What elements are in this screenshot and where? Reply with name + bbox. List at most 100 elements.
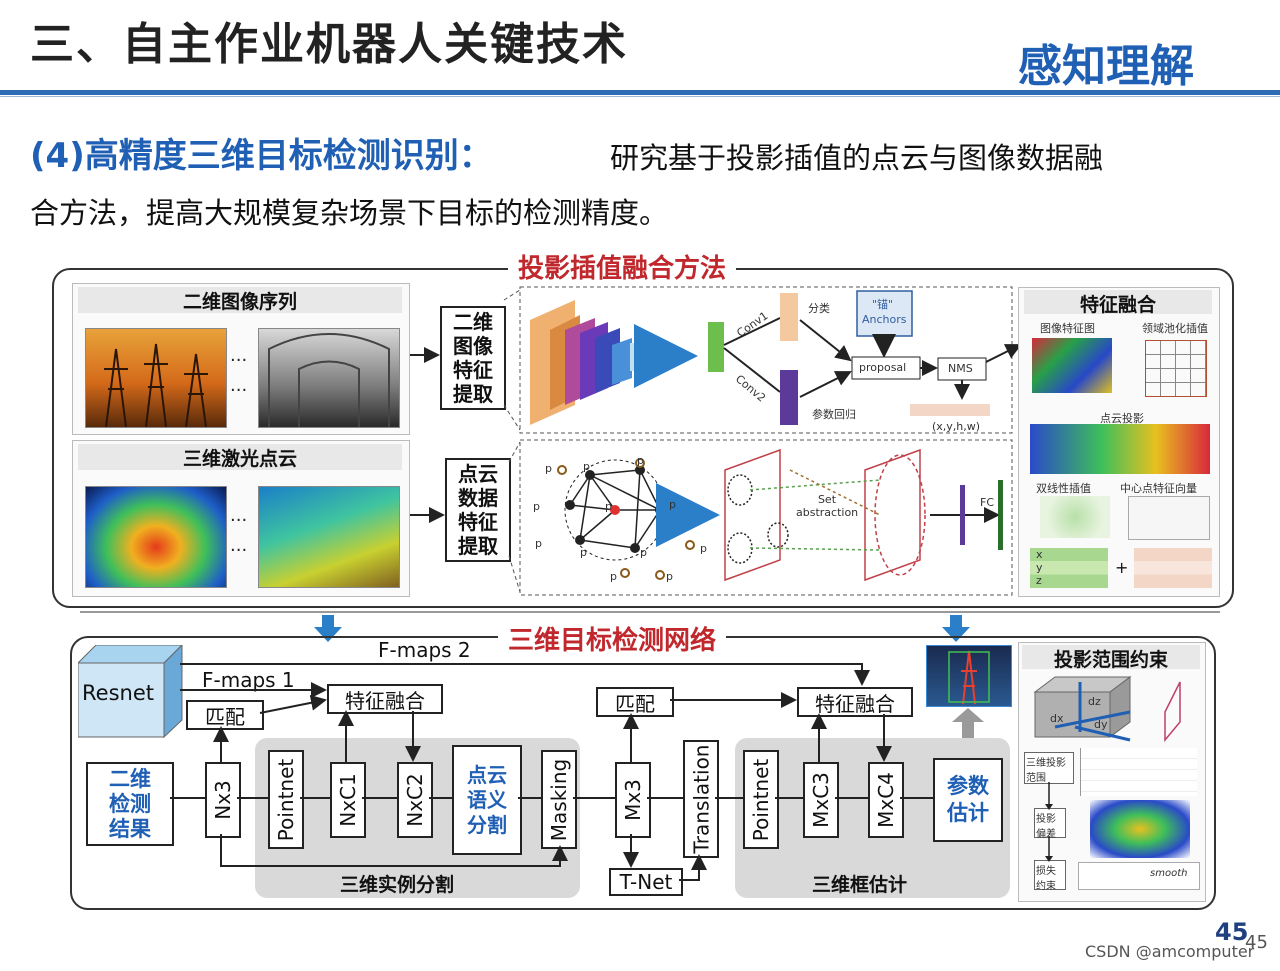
point-label-3: p xyxy=(637,454,644,467)
proj-bias-graphic xyxy=(1090,800,1190,858)
tnet-box: T-Net xyxy=(609,868,683,896)
feature-vector xyxy=(1134,548,1212,588)
fusion-box-2: 特征融合 xyxy=(797,687,913,717)
constraint-flow-arrows xyxy=(1045,782,1053,862)
ellipsis-3d-top: ... xyxy=(230,505,248,526)
bilinear-graphic xyxy=(1040,496,1110,538)
img-feature-map-label: 图像特征图 xyxy=(1040,322,1095,335)
tunnel-photo xyxy=(258,328,400,428)
point-label-7: p xyxy=(580,546,587,559)
tower-3d-box-render xyxy=(926,645,1012,707)
gray-up-arrow xyxy=(952,708,984,738)
intro-desc-line2: 合方法，提高大规模复杂场景下目标的检测精度。 xyxy=(30,196,669,230)
blue-down-arrow-left xyxy=(314,615,342,642)
pooling-grid xyxy=(1145,340,1207,397)
box-est-label: 三维框估计 xyxy=(812,874,908,896)
dz-label: dz xyxy=(1088,695,1101,708)
mxc4-box: MxC4 xyxy=(868,762,904,838)
regress-block xyxy=(780,370,798,425)
match-box-1: 匹配 xyxy=(186,700,264,730)
result-2d-box: 二维检测结果 xyxy=(86,762,174,846)
pane-pointnet xyxy=(519,439,1013,596)
point-label-9: p xyxy=(700,542,707,555)
fc-label: FC xyxy=(980,496,995,509)
tunnel-graphic xyxy=(268,333,390,427)
nms-label: NMS xyxy=(948,362,973,375)
resnet-cube xyxy=(78,645,183,739)
center-vec-matrix xyxy=(1128,496,1210,540)
tower-3d-graphic xyxy=(948,650,990,705)
box-2d-feature-extraction: 二维图像特征提取 xyxy=(440,306,506,410)
ellipsis-2d-bottom: ... xyxy=(230,375,248,396)
classify-block xyxy=(780,293,798,341)
panel-2d-images-title: 二维图像序列 xyxy=(78,287,402,313)
plus-label: + xyxy=(1115,558,1129,577)
tower-silhouette-graphic xyxy=(104,343,208,428)
param-est-label: 参数估计 xyxy=(947,774,989,825)
intro-heading: (4)高精度三维目标检测识别： xyxy=(30,136,493,176)
loss-constraint-label: 损失约束 xyxy=(1036,866,1056,892)
center-vec-label: 中心点特征向量 xyxy=(1120,482,1197,495)
loss-formula-box xyxy=(1078,862,1200,890)
set-abstraction-stack xyxy=(724,448,926,582)
panel-projection-constraint-title: 投影范围约束 xyxy=(1022,645,1200,671)
param-est-box: 参数估计 xyxy=(933,758,1003,842)
top-section-title: 投影插值融合方法 xyxy=(508,248,737,285)
point-label-5: p xyxy=(669,498,676,511)
pointcloud-city-render xyxy=(85,486,227,588)
slide-title: 三、自主作业机器人关键技术 xyxy=(30,19,628,70)
ellipsis-2d-top: ... xyxy=(230,345,248,366)
intro-desc-line1: 研究基于投影插值的点云与图像数据融 xyxy=(610,141,1104,175)
anchor-quote-label: "锚" xyxy=(872,298,894,311)
xyz-vector xyxy=(1030,548,1108,588)
fmaps1-label: F-maps 1 xyxy=(202,668,295,692)
fusion-box-1: 特征融合 xyxy=(327,684,443,714)
point-label-10: p xyxy=(610,570,617,583)
box-pointcloud-feature-extraction: 点云数据特征提取 xyxy=(445,458,511,562)
box-2d-feature-extraction-label: 二维图像特征提取 xyxy=(453,310,493,406)
feature-map-stack xyxy=(1032,338,1112,393)
y-label: y xyxy=(1036,561,1043,574)
csdn-watermark: CSDN @amcomputer xyxy=(1085,942,1255,961)
nxc1-box: NxC1 xyxy=(330,762,366,838)
conv-output-block xyxy=(708,322,724,372)
proposal-label: proposal xyxy=(859,361,907,374)
classify-label: 分类 xyxy=(808,302,830,315)
smooth-label: smooth xyxy=(1150,868,1188,879)
z-label: z xyxy=(1036,574,1042,587)
panel-feature-fusion-title: 特征融合 xyxy=(1024,290,1212,316)
point-label-8: p xyxy=(640,546,647,559)
page-number-small: 45 xyxy=(1245,932,1268,953)
point-label-2: p xyxy=(583,460,590,473)
cnn-feature-stack xyxy=(530,300,665,425)
masking-box: Masking xyxy=(541,750,577,849)
instance-seg-label: 三维实例分割 xyxy=(340,874,455,896)
xywh-label: (x,y,h,w) xyxy=(932,420,981,433)
page-number-large: 45 xyxy=(1215,918,1249,946)
pc-projection-label: 点云投影 xyxy=(1100,412,1144,425)
param-regress-label: 参数回归 xyxy=(812,408,856,421)
semantic-seg-box: 点云语义分割 xyxy=(452,745,522,855)
pane-cnn xyxy=(519,286,1013,434)
pointnet2-box: Pointnet xyxy=(743,750,779,849)
set-abstraction-label: Set abstraction xyxy=(796,493,859,519)
mx3-box: Mx3 xyxy=(615,762,651,838)
anchors-label: Anchors xyxy=(862,313,907,326)
dx-label: dx xyxy=(1050,712,1064,725)
x-label: x xyxy=(1036,548,1043,561)
point-label-12: p xyxy=(605,500,612,513)
point-label-1: p xyxy=(545,462,552,475)
proj-bias-label: 投影偏差 xyxy=(1036,814,1056,840)
point-label-4: p xyxy=(533,500,540,513)
panel-3d-pointcloud-title: 三维激光点云 xyxy=(78,444,402,470)
fc-output xyxy=(998,480,1003,550)
nx3-box: Nx3 xyxy=(205,762,241,838)
header-rule-thin xyxy=(0,96,1280,97)
point-label-6: p xyxy=(535,537,542,550)
fc-layer xyxy=(960,485,965,545)
power-tower-photo xyxy=(85,328,227,428)
fmaps2-label: F-maps 2 xyxy=(378,638,471,662)
result-2d-label: 二维检测结果 xyxy=(109,766,151,841)
